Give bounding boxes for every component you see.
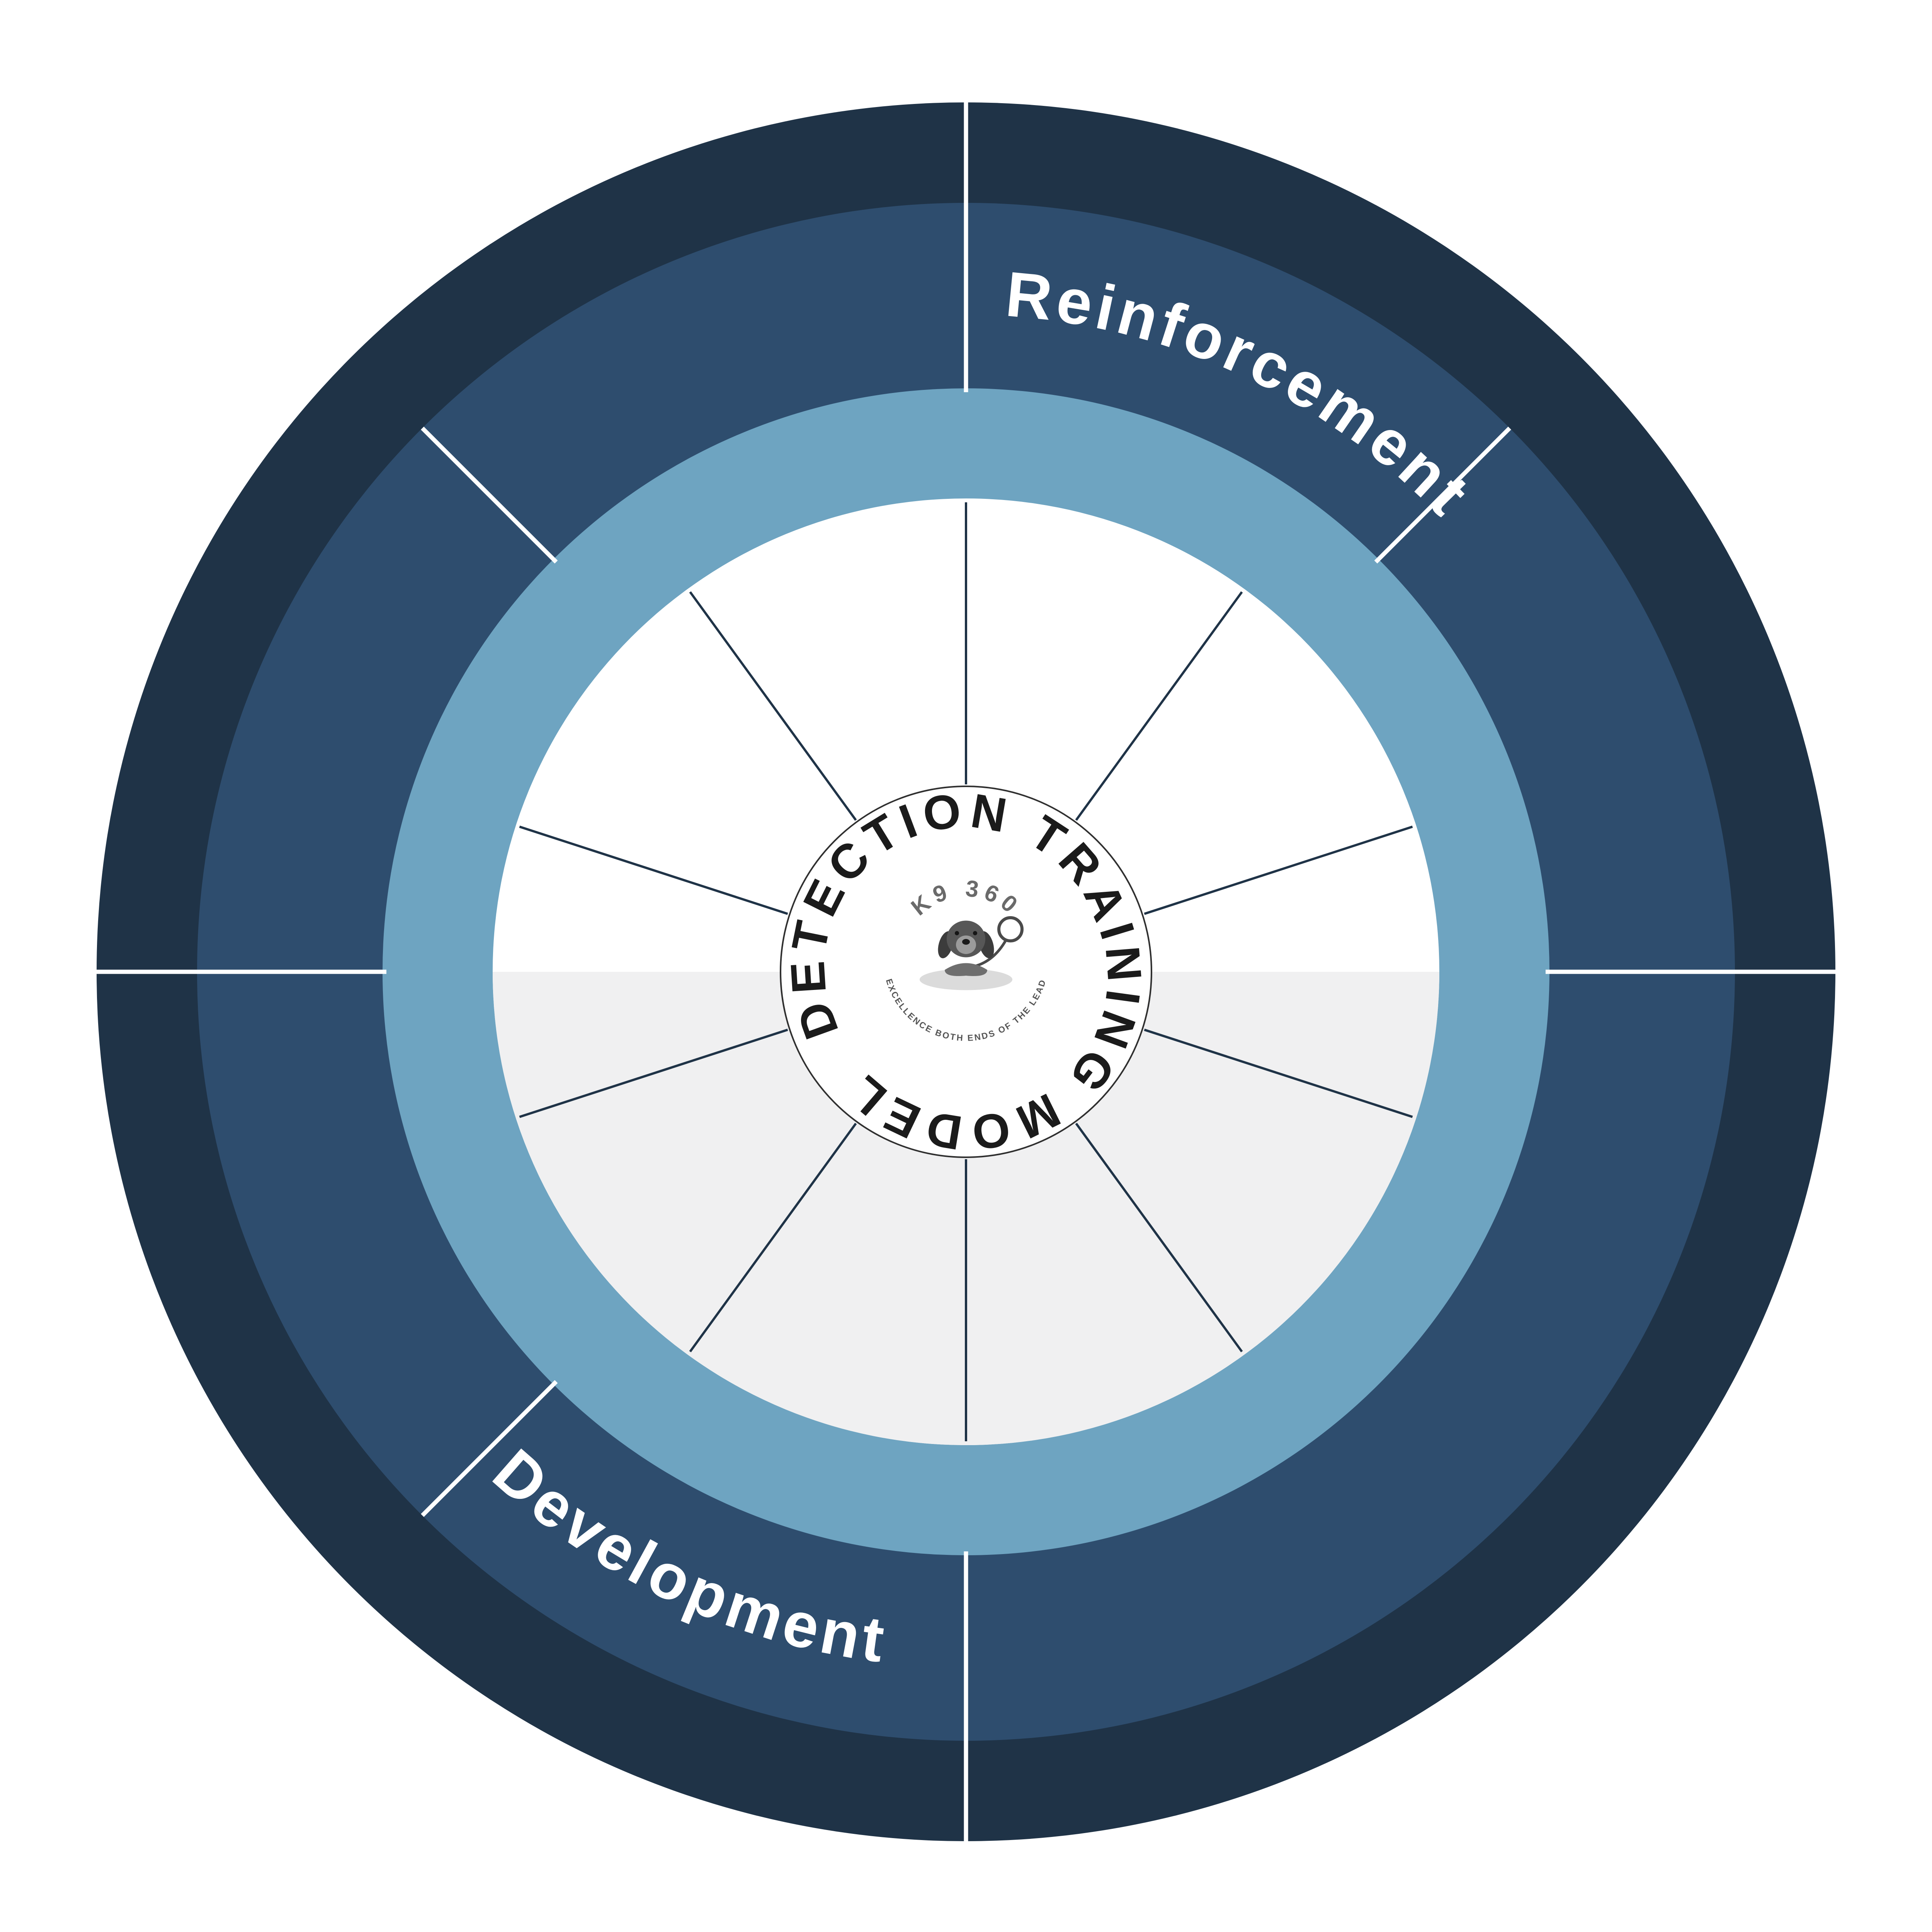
segment-divider	[421, 427, 558, 564]
leash-loop-icon	[997, 916, 1024, 942]
spoke-line	[519, 1029, 788, 1118]
dog-icon	[920, 916, 1024, 990]
spoke-line	[1144, 1029, 1413, 1118]
spoke-line	[519, 825, 788, 915]
spoke-line	[689, 1122, 857, 1352]
inner-spokes	[519, 502, 1413, 1441]
spoke-line	[1075, 591, 1243, 821]
segment-divider	[421, 1380, 558, 1517]
spoke-line	[1075, 1122, 1243, 1352]
spoke-line	[689, 591, 857, 821]
segment-divider	[1374, 427, 1511, 564]
spoke-line	[1144, 825, 1413, 915]
segment-dividers	[97, 102, 1835, 1841]
